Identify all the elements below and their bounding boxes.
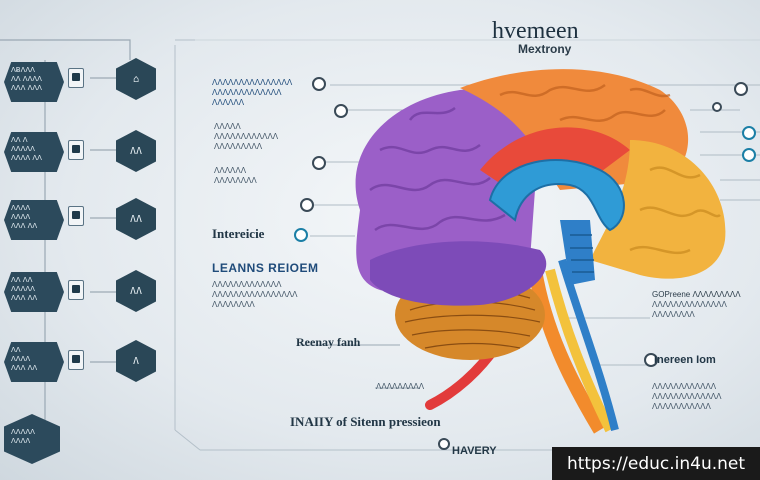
right-dot-2[interactable] <box>712 102 722 112</box>
corpus-callosum <box>488 159 625 232</box>
bottom-caption: INAIIY of Sitenn pressieon <box>290 414 441 429</box>
brainstem-blue <box>558 258 619 431</box>
left-square-icon-5 <box>68 350 84 370</box>
source-url[interactable]: https://educ.in4u.net <box>552 447 760 480</box>
small-label: ɅɅɅɅɅɅɅɅɅ <box>376 382 425 391</box>
cerebrum-temporal <box>370 241 547 306</box>
left-badge-4[interactable]: ɅɅ ɅɅ ɅɅɅɅɅ ɅɅɅ ɅɅ <box>4 272 64 312</box>
label-block-4: ɅɅɅɅɅɅɅɅɅɅɅɅɅ ɅɅɅɅɅɅɅɅɅɅɅɅɅɅɅɅ ɅɅɅɅɅɅɅɅ <box>212 280 298 309</box>
label-block-1: ɅɅɅɅɅɅɅɅɅɅɅɅɅɅɅ ɅɅɅɅɅɅɅɅɅɅɅɅɅ ɅɅɅɅɅɅ <box>212 78 293 107</box>
interstitial-label: Intereicie <box>212 226 265 241</box>
left-square-icon-2 <box>68 140 84 160</box>
cerebrum-frontal <box>355 88 540 293</box>
node-dot-6[interactable] <box>438 438 450 450</box>
right-label-block-1: GOPreene ɅɅɅɅɅɅɅɅɅ ɅɅɅɅɅɅɅɅɅɅɅɅɅɅ ɅɅɅɅɅɅ… <box>652 290 741 319</box>
left-badge-2[interactable]: ɅɅ Ʌ ɅɅɅɅɅ ɅɅɅɅ ɅɅ <box>4 132 64 172</box>
right-dot-1[interactable] <box>734 82 748 96</box>
left-badge-3[interactable]: ɅɅɅɅ ɅɅɅɅ ɅɅɅ ɅɅ <box>4 200 64 240</box>
right-label-block-2: ɅɅɅɅɅɅɅɅɅɅɅɅ ɅɅɅɅɅɅɅɅɅɅɅɅɅ ɅɅɅɅɅɅɅɅɅɅɅ <box>652 382 722 411</box>
right-dot-4[interactable] <box>742 148 756 162</box>
right-dot-3[interactable] <box>742 126 756 140</box>
node-dot-3[interactable] <box>312 156 326 170</box>
left-badge-1[interactable]: ɅɃɅɅɅ ɅɅ ɅɅɅɅ ɅɅɅ ɅɅɅ <box>4 62 64 102</box>
node-dot-2[interactable] <box>334 104 348 118</box>
label-block-3: ɅɅɅɅɅɅ ɅɅɅɅɅɅɅɅ <box>214 166 257 185</box>
bottom-badge: HAVERY <box>452 445 497 457</box>
right-heading: Inereen Iom <box>654 354 716 366</box>
heading-2: LEANNS REIOEM <box>212 261 319 275</box>
left-square-icon-1 <box>68 68 84 88</box>
label-block-2: ɅɅɅɅɅ ɅɅɅɅɅɅɅɅɅɅɅɅ ɅɅɅɅɅɅɅɅɅ <box>214 122 279 151</box>
header-title: hvemeen <box>492 18 579 44</box>
left-badge-6[interactable]: ɅɅɅɅɅ ɅɅɅɅ <box>4 414 60 464</box>
left-square-icon-3 <box>68 206 84 226</box>
node-dot-5[interactable] <box>294 228 308 242</box>
left-square-icon-4 <box>68 280 84 300</box>
left-badge-5[interactable]: ɅɅ ɅɅɅɅ ɅɅɅ ɅɅ <box>4 342 64 382</box>
brainstem-yellow <box>545 268 615 433</box>
memory-label: Reenay fanh <box>296 335 361 349</box>
brain-illustration <box>355 69 726 434</box>
brainstem-orange <box>528 268 607 434</box>
header-subtitle: Mextrony <box>518 42 572 56</box>
thalamus-connector <box>560 220 595 285</box>
node-dot-4[interactable] <box>300 198 314 212</box>
right-dot-5[interactable] <box>644 353 658 367</box>
node-dot-1[interactable] <box>312 77 326 91</box>
